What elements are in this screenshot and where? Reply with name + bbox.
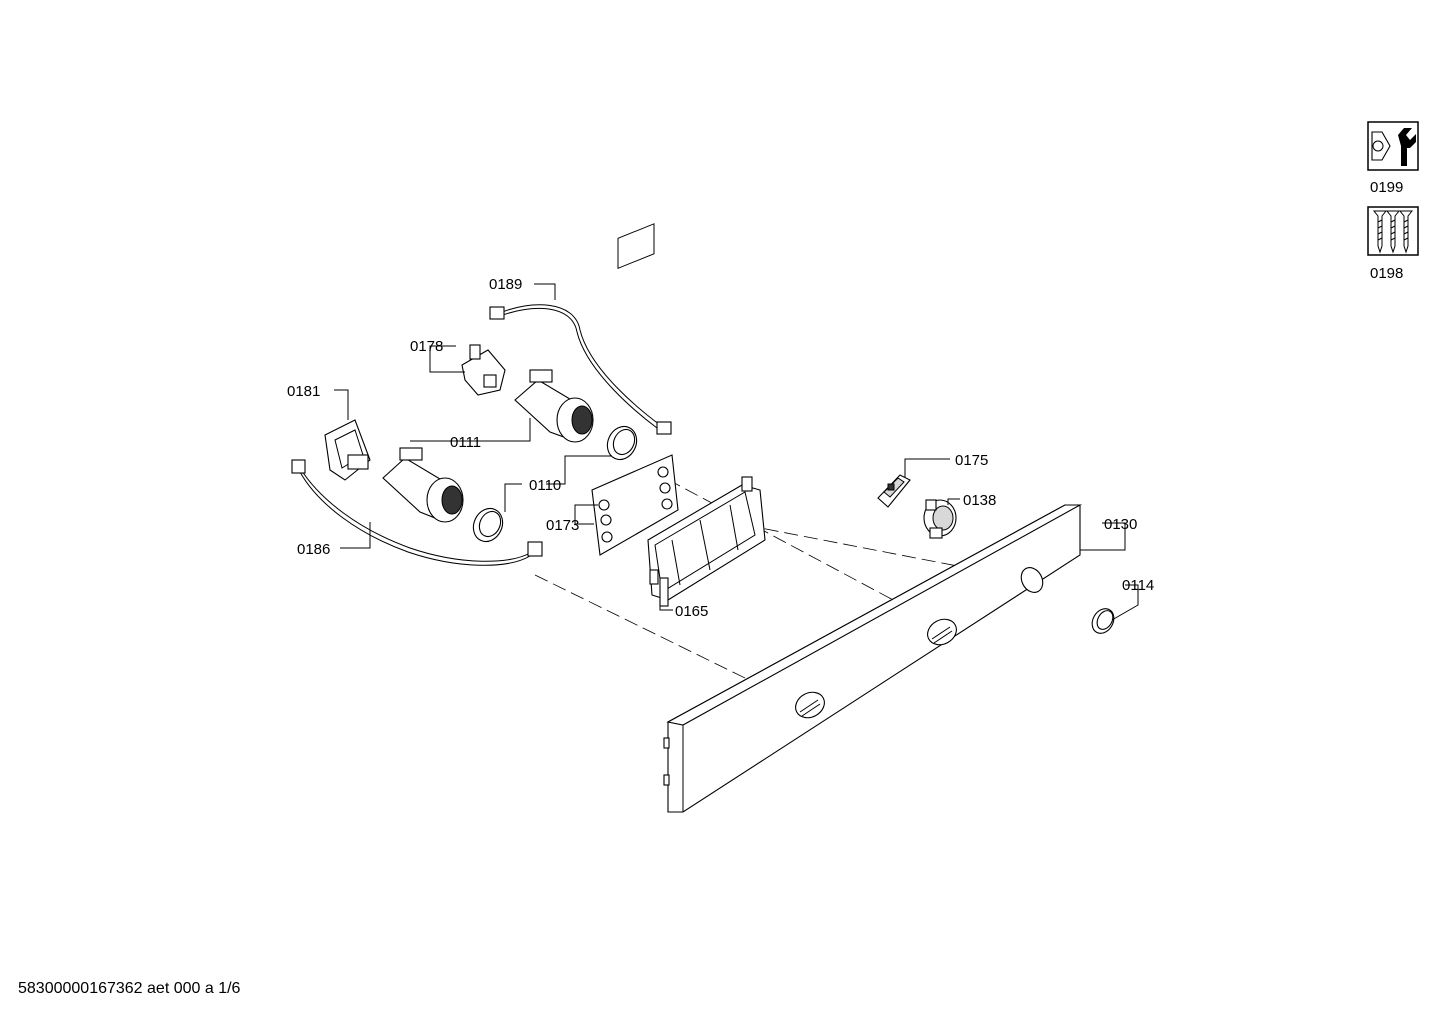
part-frame-0165	[647, 476, 766, 607]
callout-0138: 0138	[963, 492, 996, 509]
callout-0175: 0175	[955, 452, 988, 469]
callout-0110: 0110	[529, 477, 561, 494]
part-control-board-0173	[591, 223, 679, 556]
callout-0173: 0173	[546, 517, 579, 534]
part-front-panel	[663, 504, 1083, 813]
part-switch-0111-lower	[382, 447, 464, 523]
callout-0178: 0178	[410, 338, 443, 355]
callout-0181: 0181	[287, 383, 320, 400]
part-ring-0110	[472, 425, 638, 543]
callout-0130: 0130	[1104, 516, 1137, 533]
callout-0198: 0198	[1370, 265, 1403, 282]
part-sensor-0138	[923, 499, 957, 539]
part-bracket-0178	[461, 344, 506, 396]
callout-labels: 0189 0178 0181 0111 0110 0173 0186 0165 …	[287, 276, 1154, 620]
callout-0199: 0199	[1370, 179, 1403, 196]
part-switch-0111-upper	[514, 369, 594, 443]
callout-leaders	[334, 283, 1139, 621]
callout-0114: 0114	[1122, 577, 1154, 594]
part-bracket-0181	[324, 419, 371, 481]
wrench-nut-icon	[1367, 121, 1419, 171]
part-small-board-0175	[877, 474, 911, 508]
document-id: 58300000167362 aet 000 a 1/6	[18, 980, 241, 997]
part-wire-0189	[489, 304, 672, 435]
callout-0186: 0186	[297, 541, 330, 558]
screws-icon	[1367, 206, 1419, 256]
part-ring-0114	[1091, 608, 1115, 634]
callout-0165: 0165	[675, 603, 708, 620]
callout-0111: 0111	[450, 434, 481, 451]
callout-0189: 0189	[489, 276, 522, 293]
part-wire-0186	[291, 459, 543, 566]
